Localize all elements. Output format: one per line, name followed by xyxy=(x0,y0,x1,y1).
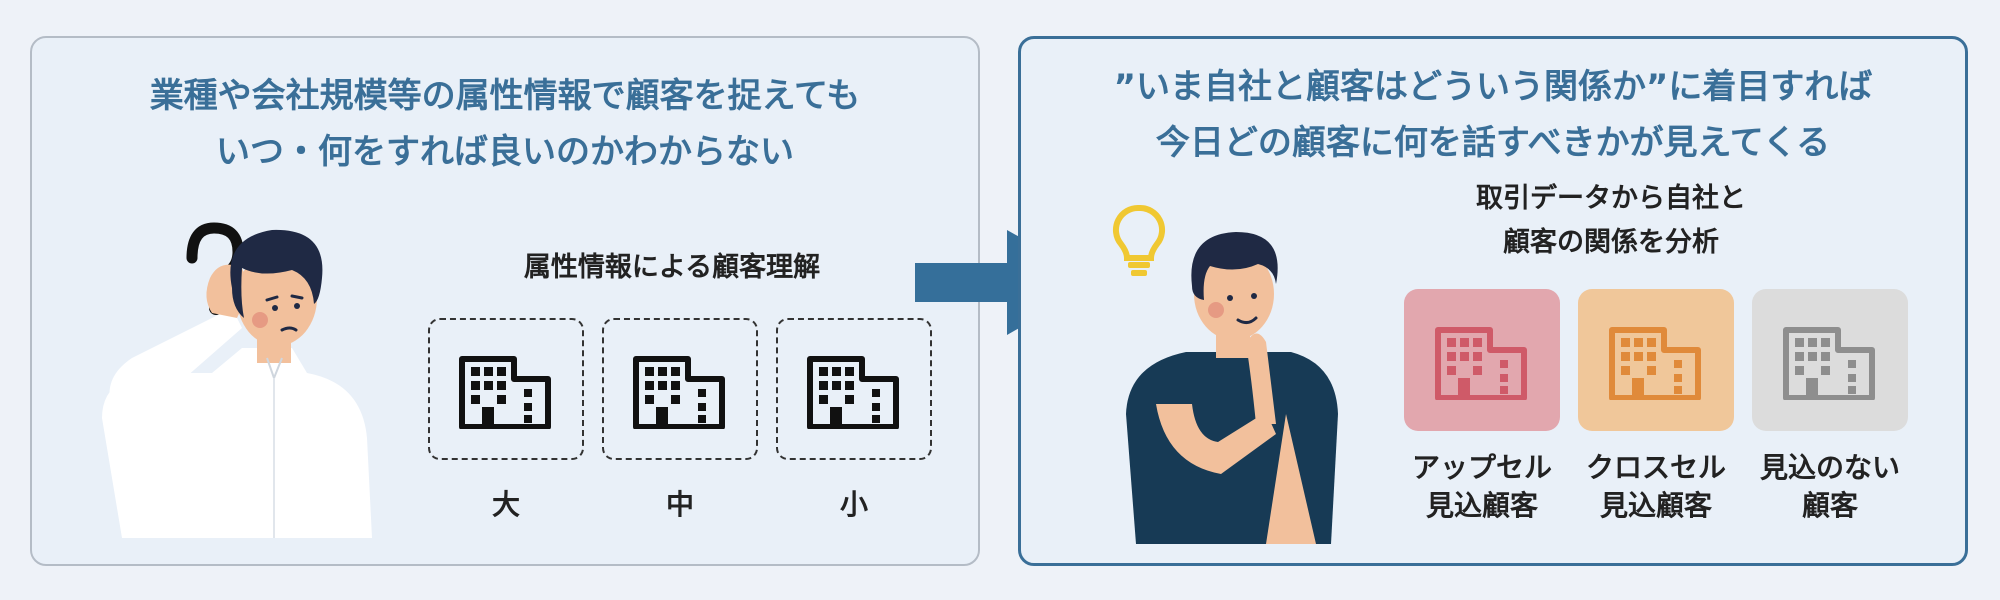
segment-crosssell xyxy=(1578,289,1734,431)
segment-upsell-line2: 見込顧客 xyxy=(1425,489,1538,522)
size-box-small xyxy=(776,318,932,460)
attribute-subtitle: 属性情報による顧客理解 xyxy=(523,252,821,283)
right-headline: ”いま自社と顧客はどういう関係か”に着目すれば 今日どの顧客に何を話すべきかが見… xyxy=(1021,59,1965,171)
building-icon xyxy=(1609,327,1701,400)
lightbulb-icon xyxy=(1112,204,1166,276)
analysis-subtitle-line2: 顧客の関係を分析 xyxy=(1503,227,1719,258)
size-box-large xyxy=(428,318,584,460)
right-headline-line2: 今日どの顧客に何を話すべきかが見えてくる xyxy=(1155,123,1831,163)
right-panel: ”いま自社と顧客はどういう関係か”に着目すれば 今日どの顧客に何を話すべきかが見… xyxy=(1018,36,1968,566)
building-icon xyxy=(633,356,725,429)
left-panel: 業種や会社規模等の属性情報で顧客を捉えても いつ・何をすれば良いのかわからない … xyxy=(30,36,980,566)
size-label-medium: 中 xyxy=(665,488,694,521)
building-icon xyxy=(1435,327,1527,400)
right-headline-line1: ”いま自社と顧客はどういう関係か”に着目すれば xyxy=(1113,67,1873,107)
segment-label-no-prospect: 見込のない 顧客 xyxy=(1742,449,1918,525)
segment-no-prospect-line1: 見込のない xyxy=(1759,451,1900,484)
building-icon xyxy=(459,356,551,429)
building-icon xyxy=(807,356,899,429)
left-headline-line1: 業種や会社規模等の属性情報で顧客を捉えても xyxy=(149,76,861,116)
segment-label-upsell: アップセル 見込顧客 xyxy=(1394,449,1570,525)
left-headline-line2: いつ・何をすれば良いのかわからない xyxy=(216,132,794,172)
segment-no-prospect xyxy=(1752,289,1908,431)
size-label-large: 大 xyxy=(491,488,520,521)
thinking-person-illustration xyxy=(1126,232,1338,544)
analysis-subtitle-line1: 取引データから自社と xyxy=(1476,183,1746,214)
segment-upsell xyxy=(1404,289,1560,431)
segment-no-prospect-line2: 顧客 xyxy=(1801,489,1858,522)
segment-crosssell-line1: クロスセル xyxy=(1585,451,1726,484)
segment-upsell-line1: アップセル xyxy=(1411,451,1552,484)
analysis-subtitle: 取引データから自社と 顧客の関係を分析 xyxy=(1401,177,1821,265)
left-headline: 業種や会社規模等の属性情報で顧客を捉えても いつ・何をすれば良いのかわからない xyxy=(32,68,978,180)
size-box-medium xyxy=(602,318,758,460)
confused-person-illustration xyxy=(102,222,372,538)
building-icon xyxy=(1783,327,1875,400)
segment-label-crosssell: クロスセル 見込顧客 xyxy=(1568,449,1744,525)
segment-crosssell-line2: 見込顧客 xyxy=(1599,489,1712,522)
size-label-small: 小 xyxy=(839,488,868,521)
